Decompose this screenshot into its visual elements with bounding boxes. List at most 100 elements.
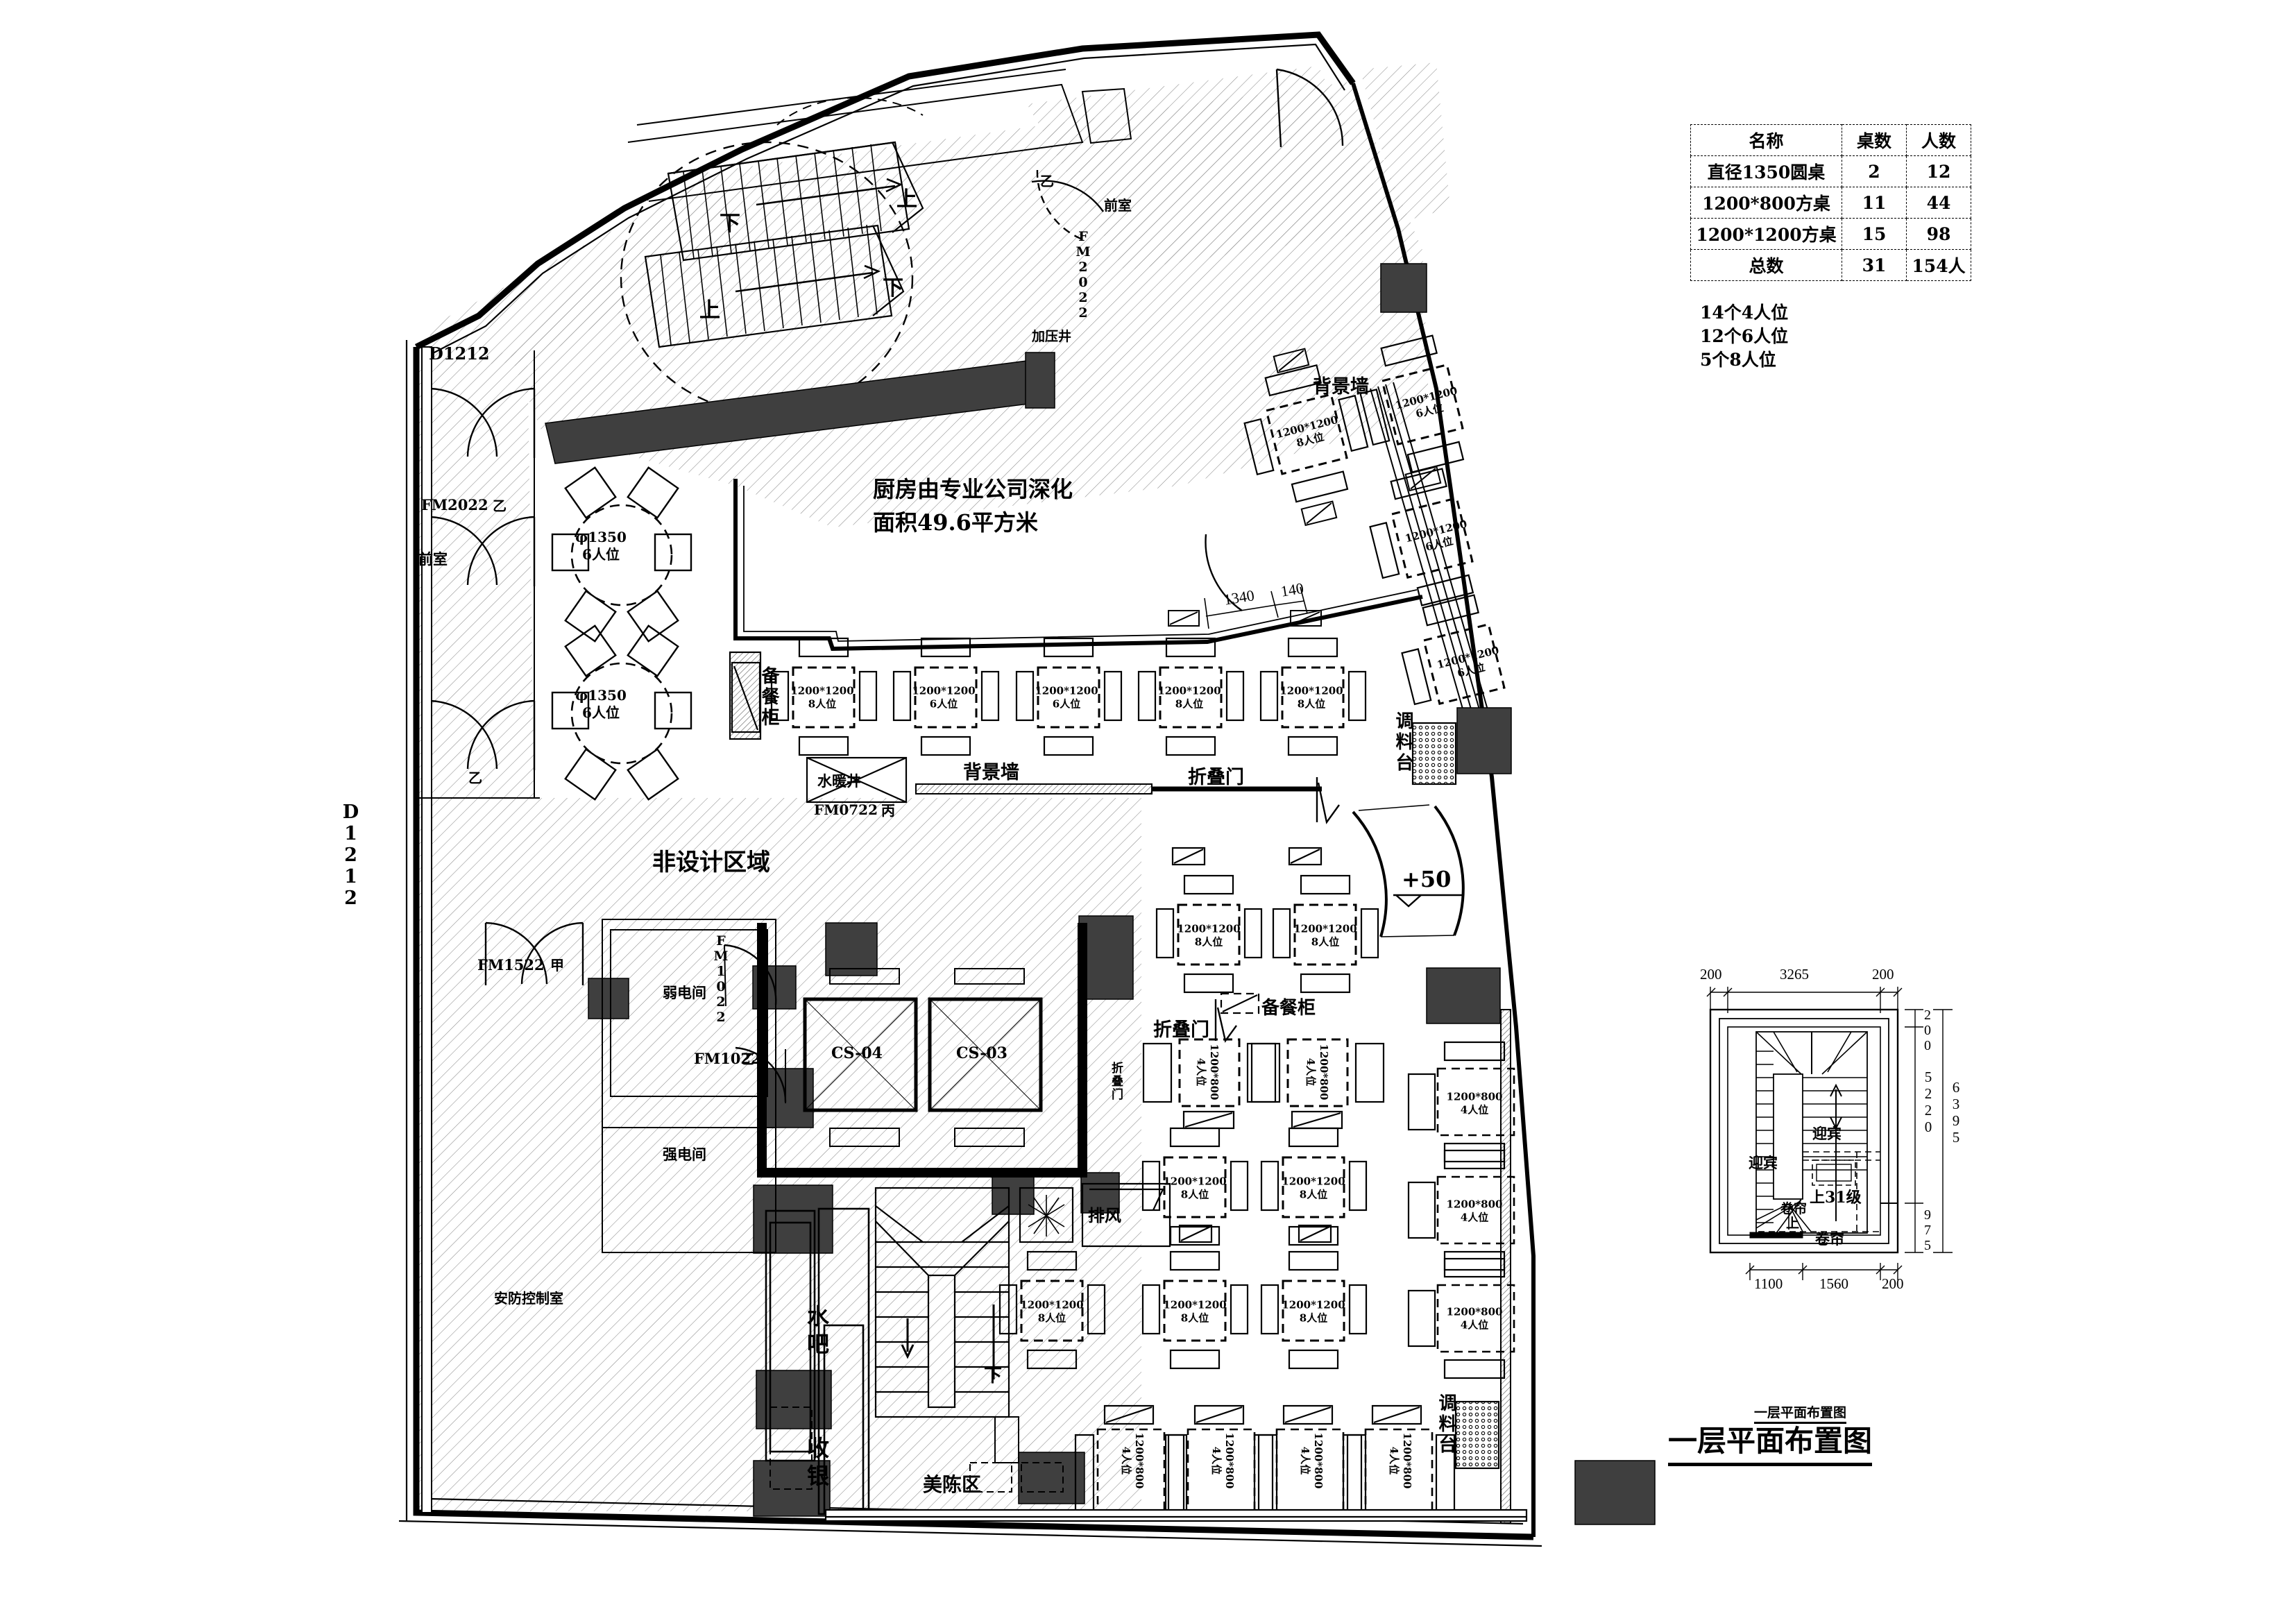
note-6-seat: 12个6人位 [1700,325,1789,346]
stair-detail-drawing [1706,987,1953,1280]
seating-summary-table: 名称 桌数 人数 直径1350圆桌 2 12 1200*800方桌 11 44 … [1690,124,1971,281]
bottom-entry [824,1509,1528,1522]
table-size: 1200*1200 [1177,922,1241,935]
detail-dim-top-200-left: 200 [1700,966,1722,983]
backdrop-wall-mid-shape [915,783,1322,794]
door-grade-yi-left1: 乙 [493,498,507,514]
water-shaft-box [806,756,908,804]
middle-row-tables [770,610,1367,756]
table-seats: 4人位 [1304,1057,1317,1087]
detail-dim-right-5220: 5220 [1920,1069,1937,1135]
table-row: 1200*800方桌 11 44 [1690,187,1971,219]
table-seats: 4人位 [1120,1446,1132,1475]
table-seats: 4人位 [1195,1057,1207,1087]
legend-row3-name: 总数 [1690,249,1842,281]
table-seats: 4人位 [1210,1446,1223,1475]
table-seats: 4人位 [1460,1211,1489,1223]
service-rooms [602,919,787,1253]
furniture-label-condiment-top: 调料台 [1393,711,1413,774]
table-size: 1200*800 [1400,1432,1413,1489]
room-label-vestibule-left: 前室 [418,550,448,568]
sideboard-left-shape [729,651,762,740]
room-label-water-bar: 水吧 [803,1305,830,1360]
room-label-vestibule-top: 前室 [1104,197,1132,214]
table-size: 1200*800 [1317,1044,1330,1101]
page-title: 一层平面布置图 [1668,1418,1873,1466]
table-size: 1200*1200 [1282,1175,1345,1188]
table-seats: 8人位 [1194,935,1223,948]
table-seats: 6人位 [929,697,958,710]
table-size: 1200*1200 [912,684,976,697]
table-seats: 8人位 [1180,1188,1209,1200]
detail-dim-right-975: 975 [1920,1207,1935,1253]
table-seats: 8人位 [1299,1311,1328,1324]
table-seats: 6人位 [582,546,620,563]
room-label-cashier: 收银 [803,1436,830,1492]
table-seats: 8人位 [1175,697,1204,710]
detail-label-roller-shutter-2: 卷帘 [1815,1230,1844,1248]
door-tag-fm1022: FM1022 [694,1050,761,1067]
door-grade-bing: 丙 [881,802,895,819]
detail-dim-top-200-right: 200 [1872,966,1894,983]
table-row: 直径1350圆桌 2 12 [1690,155,1971,187]
legend-row3-tables: 31 [1842,249,1907,281]
table-seats: 4人位 [1388,1446,1400,1475]
bar-counter [765,1207,870,1515]
dimension-1340-140 [1204,586,1308,629]
legend-row1-name: 1200*800方桌 [1690,187,1842,219]
detail-label-roller-shutter-up: 上 [1786,1216,1800,1231]
detail-label-roller-shutter-1: 卷帘 [1780,1201,1808,1216]
stair-direction-down-1: 下 [720,212,740,236]
kitchen-outline [733,479,1423,652]
detail-label-up-31-steps: 上31级 [1810,1189,1862,1207]
legend-row0-seats: 12 [1906,155,1971,187]
elevator-tag-cs04: CS-04 [831,1044,883,1062]
legend-row3-seats: 154人 [1906,249,1971,281]
kitchen-note-line1: 厨房由专业公司深化 [873,476,1073,502]
table-size: φ1350 [575,687,627,704]
table-row: 总数 31 154人 [1690,249,1971,281]
dim-140: 140 [1279,579,1305,600]
table-seats: 4人位 [1299,1446,1311,1475]
elevator-tag-cs03: CS-03 [956,1044,1007,1062]
door-tag-fm0722: FM0722 [814,801,878,818]
door-grade-yi-left2: 乙 [468,770,482,786]
table-size: 1200*1200 [1035,684,1098,697]
room-label-weak-electrical: 弱电间 [663,984,706,1001]
legend-row1-seats: 44 [1906,187,1971,219]
condiment-station-bottom-shape [1454,1400,1500,1470]
kitchen-note-line2: 面积49.6平方米 [873,509,1038,536]
furniture-label-folding-door-right: 折叠门 [1153,1019,1209,1041]
door-tag-fm2022-top: FM2022 [1075,229,1091,321]
furniture-label-sideboard-right: 备餐柜 [1261,998,1316,1019]
legend-row2-name: 1200*1200方桌 [1690,218,1842,250]
table-seats: 8人位 [1297,697,1326,710]
table-seats: 4人位 [1460,1318,1489,1331]
door-tag-fm1522: FM1522 [477,956,545,974]
table-seats: 8人位 [1311,935,1340,948]
detail-dim-right-6395: 6395 [1948,1079,1964,1146]
detail-dim-right-200: 200 [1920,1008,1935,1053]
sideboard-right-shape [1220,992,1260,1014]
table-seats: 6人位 [1052,697,1081,710]
upper-stair-zone [620,69,1132,414]
door-grade-yi-top: 乙 [1040,173,1054,189]
